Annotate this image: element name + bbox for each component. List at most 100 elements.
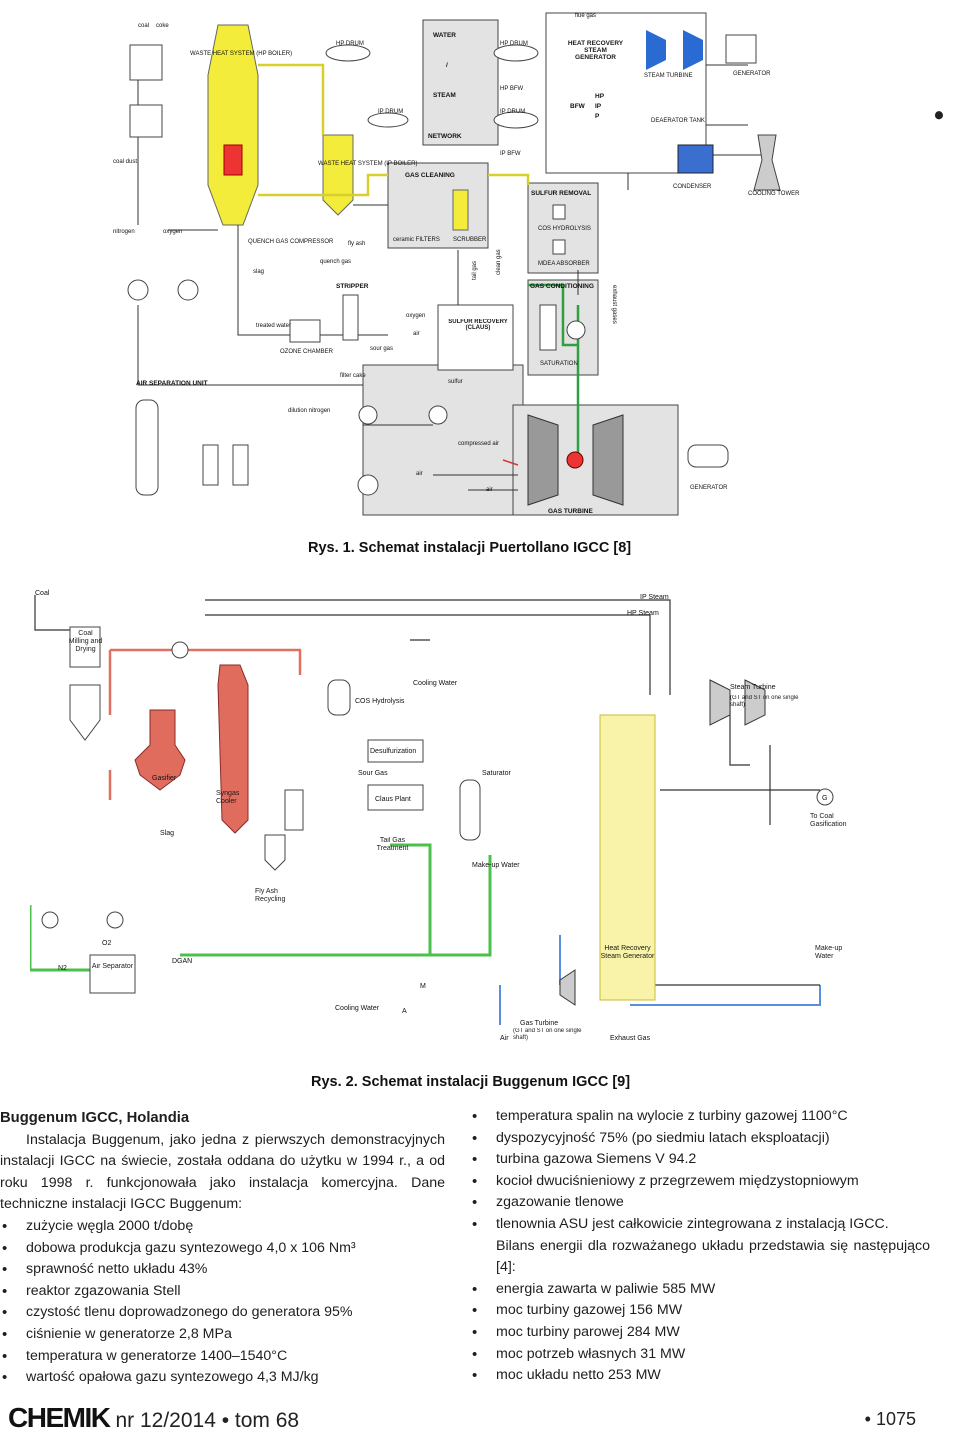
lbl-coal: coal <box>138 23 149 29</box>
lbl-gas-turbine: GAS TURBINE <box>548 508 593 515</box>
cooling-tower-shape <box>753 134 781 191</box>
section-label: technika • rynek <box>923 109 956 121</box>
hp-drum-2 <box>493 44 539 62</box>
lbl-waste-heat-mid: WASTE HEAT SYSTEM (IP BOILER) <box>318 161 417 167</box>
coal-milling-box <box>69 626 101 668</box>
sulfur-removal-box <box>527 182 599 274</box>
lbl-hp-steam: HP Steam <box>627 610 659 617</box>
asu-exchanger-2 <box>232 444 249 486</box>
right-bullet-list-a: temperatura spalin na wylocie z turbiny … <box>470 1106 930 1236</box>
gas-turbine-expander <box>592 414 624 506</box>
lbl-saturator: Saturator <box>482 770 511 777</box>
lbl-gas-conditioning: GAS CONDITIONING <box>530 283 594 290</box>
lbl-ceramic: ceramic FILTERS <box>393 237 440 243</box>
lbl-bfw: BFW <box>570 103 586 110</box>
ip-drum-2 <box>493 111 539 129</box>
syngas-cooler-shape <box>217 664 249 834</box>
gas-turbine-shape <box>559 969 576 1006</box>
lbl-deaerator: DEAERATOR TANK <box>651 118 705 124</box>
asu-column-1 <box>135 399 159 496</box>
list-item: zużycie węgla 2000 t/dobę <box>0 1216 445 1238</box>
figure-puertollano-diagram: .t { font-size:6px; fill:#111; } .tb { f… <box>113 12 800 516</box>
ceramic-filter <box>452 189 469 231</box>
desulfurization-box <box>367 739 424 763</box>
lbl-steam: STEAM <box>433 92 456 99</box>
list-item: moc turbiny parowej 284 MW <box>470 1322 930 1344</box>
lbl-air: air <box>413 331 420 337</box>
asu-box <box>362 364 524 516</box>
lbl-gas-cleaning: GAS CLEANING <box>405 172 455 179</box>
lbl-a: A <box>402 1008 407 1015</box>
lbl-sour-gas: sour gas <box>370 346 393 352</box>
gas-turbine-compressor <box>527 414 559 506</box>
journal-logo: CHEMIK <box>8 1402 111 1433</box>
figure-2-caption: Rys. 2. Schemat instalacji Buggenum IGCC… <box>311 1074 631 1090</box>
fly-ash-cyclone <box>264 834 286 871</box>
lbl-quench-gas: quench gas <box>320 259 351 265</box>
list-item: wartość opałowa gazu syntezowego 4,3 MJ/… <box>0 1367 445 1389</box>
lbl-dilution: dilution nitrogen <box>288 408 330 414</box>
nitrogen-compressor <box>127 279 149 301</box>
lbl-air-3: air <box>486 487 493 493</box>
lbl-saturation: SATURATION <box>540 361 578 367</box>
gasifier-vessel <box>207 24 259 226</box>
ozone-chamber-unit <box>289 319 321 343</box>
list-item: temperatura w generatorze 1400–1540°C <box>0 1346 445 1368</box>
lbl-m: M <box>420 983 426 990</box>
lbl-p: P <box>595 113 600 120</box>
ip-drum-1 <box>367 112 409 128</box>
lbl-cos: COS Hydrolysis <box>355 698 405 705</box>
n2-compressor <box>41 911 59 929</box>
lbl-generator: GENERATOR <box>733 71 771 77</box>
lbl-air-2: air <box>416 471 423 477</box>
list-item: moc układu netto 253 MW <box>470 1365 930 1387</box>
lbl-quench-compressor: QUENCH GAS COMPRESSOR <box>248 239 334 245</box>
lbl-oxygen: oxygen <box>163 229 182 235</box>
lbl-gt-st-2: (GT and ST on one single shaft) <box>513 1028 582 1041</box>
saturator-vessel <box>459 779 481 841</box>
lbl-hp-bfw: HP BFW <box>500 86 524 92</box>
generator-circle <box>816 788 834 806</box>
lbl-hrsg: HEAT RECOVERY STEAM GENERATOR <box>567 40 624 61</box>
condenser-unit <box>677 144 714 174</box>
lbl-slash: / <box>446 62 448 69</box>
lbl-treated-water: treated water <box>256 323 291 329</box>
lbl-sulfur: sulfur <box>448 379 463 385</box>
lbl-mdea: MDEA ABSORBER <box>538 261 590 267</box>
list-item: tlenownia ASU jest całkowicie zintegrowa… <box>470 1214 930 1236</box>
gasifier-reactor <box>223 144 243 176</box>
lbl-g: G <box>822 795 827 802</box>
lbl-cooling-water: Cooling Water <box>413 680 458 687</box>
lbl-exhaust: exhaust gases <box>611 285 617 324</box>
cos-unit <box>552 204 566 220</box>
energy-balance-paragraph: Bilans energii dla rozważanego układu pr… <box>496 1237 930 1276</box>
gasifier-shape <box>134 709 186 791</box>
list-item: ciśnienie w generatorze 2,8 MPa <box>0 1324 445 1346</box>
lbl-hp: HP <box>595 93 605 100</box>
lbl-ip-drum-2: IP DRUM <box>500 109 525 115</box>
dilution-compressor <box>358 405 378 425</box>
list-item: moc turbiny gazowej 156 MW <box>470 1300 930 1322</box>
water-steam-network-box <box>422 19 499 146</box>
steam-turbine-1 <box>709 679 731 726</box>
o2-compressor <box>106 911 124 929</box>
lbl-sulfur-removal: SULFUR REMOVAL <box>531 190 591 197</box>
lbl-fly-ash: fly ash <box>348 241 365 247</box>
steam-turbine-lp <box>683 30 703 70</box>
lbl-cooling-water-2: Cooling Water <box>335 1005 380 1012</box>
claus-box <box>437 304 514 371</box>
lbl-dgan: DGAN <box>172 958 192 965</box>
lbl-ip-drum: IP DRUM <box>378 109 403 115</box>
lbl-makeup-2: Make-up Water <box>815 945 843 960</box>
list-item: reaktor zgazowania Stell <box>0 1281 445 1303</box>
air-separator-box <box>89 954 136 994</box>
gas-cond-motor <box>566 320 586 340</box>
lbl-ip: IP <box>595 103 602 110</box>
generator-bottom <box>687 444 729 468</box>
generator-top <box>725 34 757 64</box>
steam-turbine-2 <box>744 679 766 726</box>
lbl-ozone: OZONE CHAMBER <box>280 349 334 355</box>
lbl-syngas: Syngas Cooler <box>216 790 240 805</box>
lbl-steam-turbine: Steam Turbine <box>730 684 776 691</box>
